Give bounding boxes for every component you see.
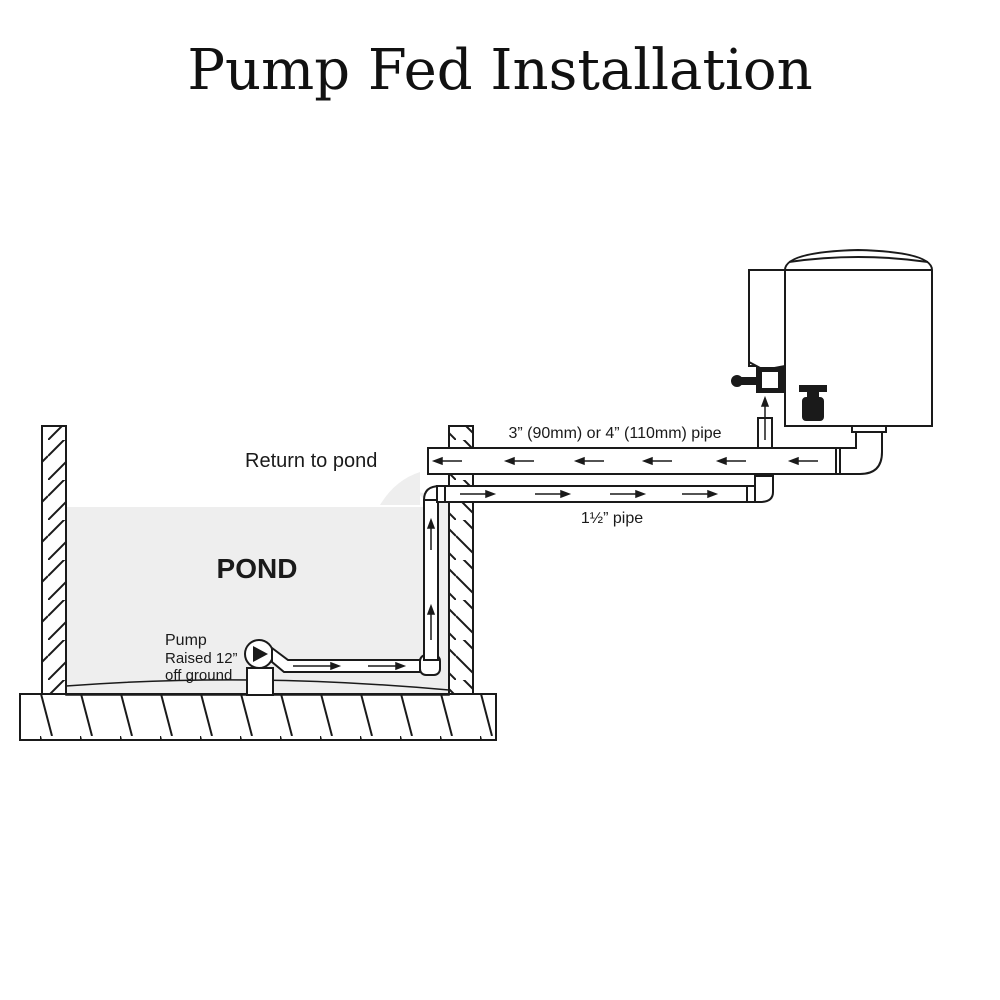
pump-label: Pump — [165, 632, 207, 649]
ground-base — [19, 693, 497, 741]
pump-ground-label: off ground — [165, 667, 232, 684]
filter-inlet-flow-arrow — [760, 395, 770, 440]
small-pipe-flow-arrows-right — [460, 489, 719, 499]
page-title: Pump Fed Installation — [187, 38, 813, 103]
valve-right-icon — [799, 385, 827, 421]
large-pipe-label: 3” (90mm) or 4” (110mm) pipe — [508, 425, 721, 442]
filter-chamber-right — [784, 248, 933, 427]
pond-water — [65, 472, 450, 696]
small-pipe-flow-arrows-up — [426, 517, 436, 640]
filter-chamber-left — [748, 269, 786, 393]
pump-icon — [244, 639, 274, 669]
valve-left-icon — [731, 375, 759, 387]
pond-left-wall — [41, 425, 67, 695]
pond-label: POND — [217, 553, 298, 584]
small-pipe-flow-arrows-right-low — [293, 661, 407, 671]
return-to-pond-label: Return to pond — [245, 450, 377, 472]
small-pipe-label: 1½” pipe — [581, 510, 643, 527]
pump-stand — [246, 667, 274, 696]
pump-raised-label: Raised 12” — [165, 650, 238, 667]
large-pipe-flow-arrows-left — [431, 456, 818, 466]
